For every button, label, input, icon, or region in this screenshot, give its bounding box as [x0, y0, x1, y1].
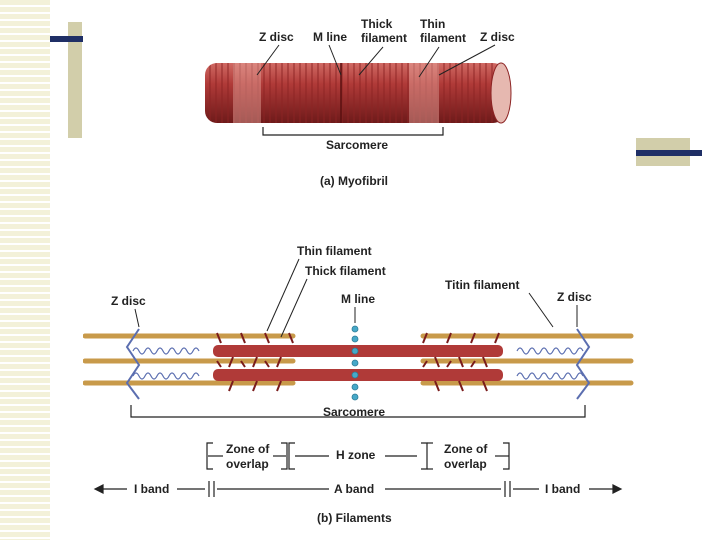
decorative-navy-line-right [636, 150, 702, 156]
a-band-label: A band [334, 482, 374, 496]
decorative-stripe-bar [0, 0, 50, 540]
myofibril-label-thick-1: Thick [361, 17, 393, 31]
titin-coils [132, 347, 584, 380]
filaments-label-m-line: M line [341, 292, 375, 306]
zone-brackets [206, 442, 510, 470]
myofibril-label-thin-2: filament [420, 31, 466, 45]
filaments-caption: (b) Filaments [317, 511, 392, 525]
zone-overlap-left-line2: overlap [226, 457, 269, 471]
filaments-label-z-disc-left: Z disc [111, 294, 146, 308]
muscle-figure: Z disc M line Thick filament Thin filame… [82, 11, 636, 527]
decorative-navy-line-left [50, 36, 84, 42]
filaments-panel: Thin filament Thick filament Titin filam… [82, 244, 634, 525]
band-arrows [93, 481, 623, 497]
filaments-label-z-disc-right: Z disc [557, 290, 592, 304]
i-band-right-label: I band [545, 482, 580, 496]
myofibril-sarcomere-bracket [262, 127, 444, 136]
zone-overlap-left-line1: Zone of [226, 442, 270, 456]
filaments-label-titin-filament: Titin filament [445, 278, 519, 292]
myofibril-end-cap [490, 62, 512, 124]
myofibril-band-light-1 [233, 63, 261, 123]
decorative-olive-block-left [68, 22, 82, 138]
filaments-leader-lines [134, 258, 578, 338]
myofibril-caption: (a) Myofibril [320, 174, 388, 188]
filaments-label-sarcomere: Sarcomere [323, 405, 385, 419]
myofibril-label-z-disc-right: Z disc [480, 30, 515, 44]
myofibril-panel: Z disc M line Thick filament Thin filame… [205, 17, 515, 188]
h-zone-label: H zone [336, 448, 376, 462]
myofibril-label-sarcomere: Sarcomere [326, 138, 388, 152]
myofibril-label-z-disc-left: Z disc [259, 30, 294, 44]
z-disc-right [575, 328, 591, 400]
actin-strands [82, 333, 634, 386]
muscle-diagram-svg: Z disc M line Thick filament Thin filame… [82, 17, 634, 525]
myofibril-label-m-line: M line [313, 30, 347, 44]
filaments-label-thick-filament: Thick filament [305, 264, 386, 278]
z-disc-left [125, 328, 141, 400]
zone-overlap-right-line2: overlap [444, 457, 487, 471]
myofibril-label-thin-1: Thin [420, 17, 445, 31]
filaments-label-thin-filament: Thin filament [297, 244, 372, 258]
m-line-beads [351, 325, 359, 401]
myofibril-leader-lines [256, 44, 496, 78]
zone-overlap-right-line1: Zone of [444, 442, 488, 456]
myofibril-label-thick-2: filament [361, 31, 407, 45]
filaments-sarcomere-bracket [130, 405, 586, 418]
myofibril-striations [205, 63, 505, 123]
myofibril-band-light-2 [409, 63, 439, 123]
i-band-left-label: I band [134, 482, 169, 496]
